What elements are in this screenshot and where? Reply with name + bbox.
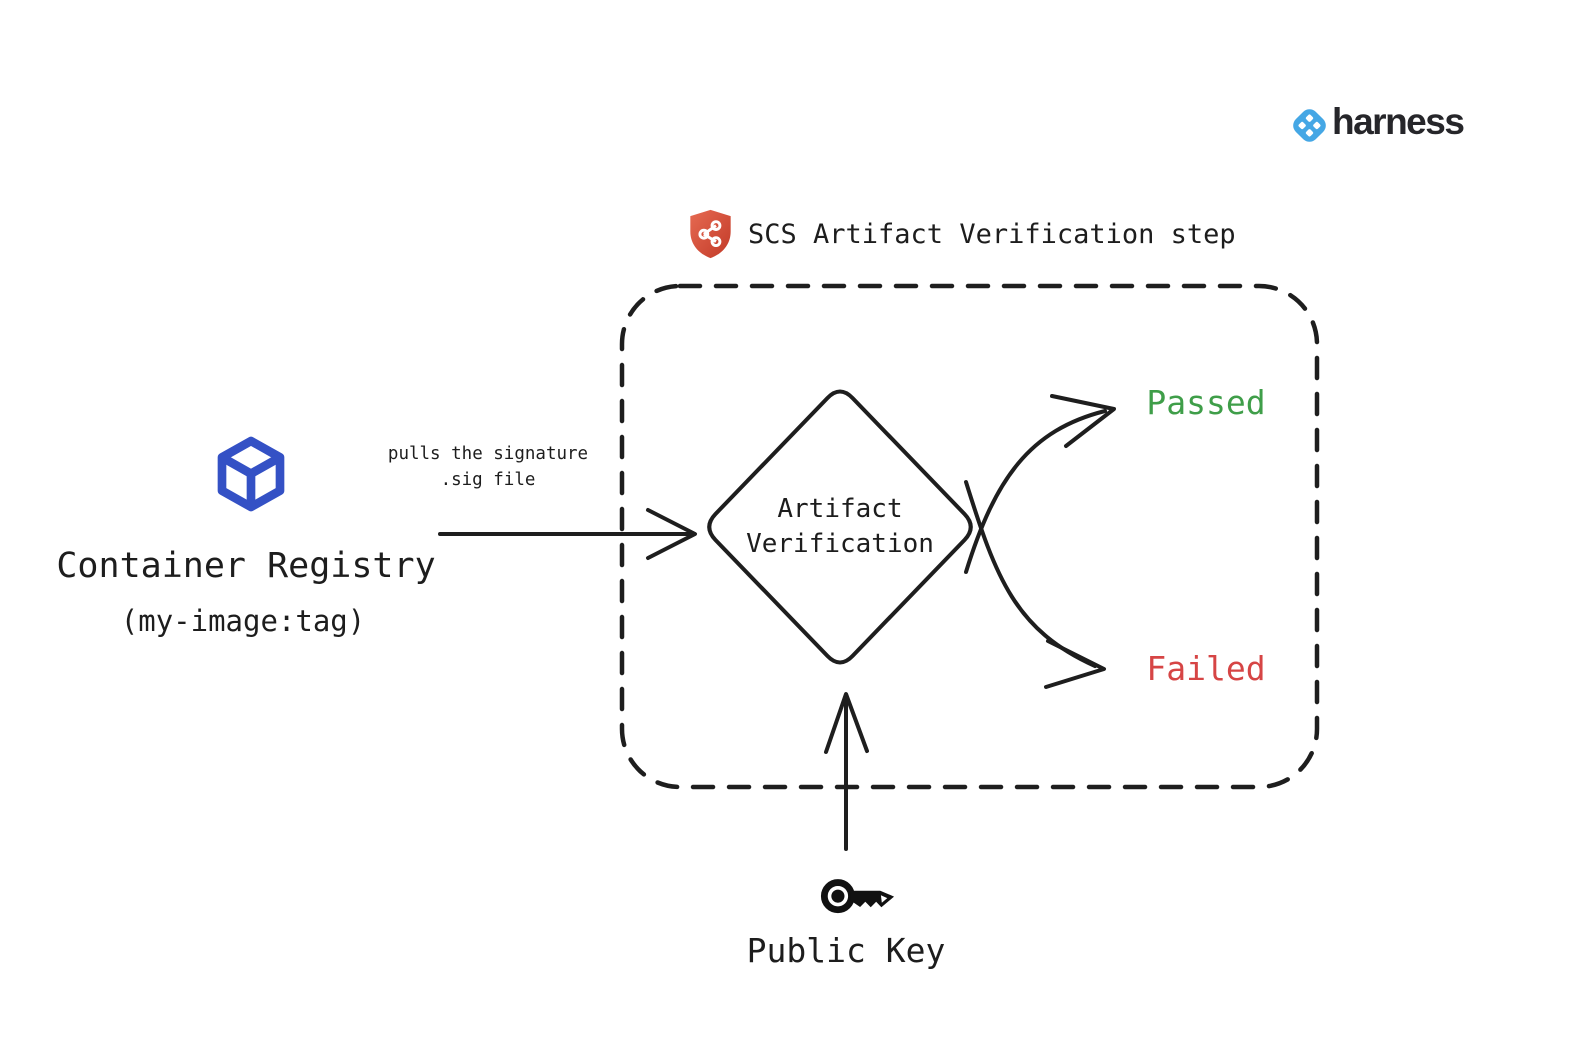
step-title: SCS Artifact Verification step — [748, 219, 1236, 250]
verification-node-label-line2: Verification — [746, 529, 934, 559]
public-key-label: Public Key — [746, 931, 946, 970]
public-key-arrow-head — [824, 692, 869, 754]
container-registry-label: Container Registry — [56, 546, 436, 586]
pull-arrow-label-line2: .sig file — [440, 470, 536, 490]
harness-wordmark: harness — [1332, 101, 1465, 142]
passed-arrow-head — [1050, 394, 1116, 448]
outcome-passed-label: Passed — [1146, 383, 1266, 422]
harness-logo-icon — [1293, 109, 1326, 142]
scs-shield-icon — [690, 209, 731, 259]
passed-arrow-curve — [964, 409, 1107, 574]
failed-arrow-head — [1044, 639, 1106, 689]
cube-icon — [217, 436, 285, 512]
scs-step-boundary — [619, 283, 1320, 790]
failed-arrow-curve — [964, 480, 1097, 668]
pull-arrow-label: pulls the signature .sig file — [388, 441, 588, 493]
pull-arrow-label-line1: pulls the signature — [387, 444, 589, 464]
container-registry-image-tag: (my-image:tag) — [120, 604, 366, 638]
verification-node-label: Artifact Verification — [746, 492, 934, 562]
verification-diamond — [707, 389, 973, 665]
outcome-failed-label: Failed — [1146, 649, 1266, 688]
pull-arrow-head — [646, 508, 697, 560]
key-icon — [820, 879, 895, 914]
verification-node-label-line1: Artifact — [777, 494, 903, 524]
